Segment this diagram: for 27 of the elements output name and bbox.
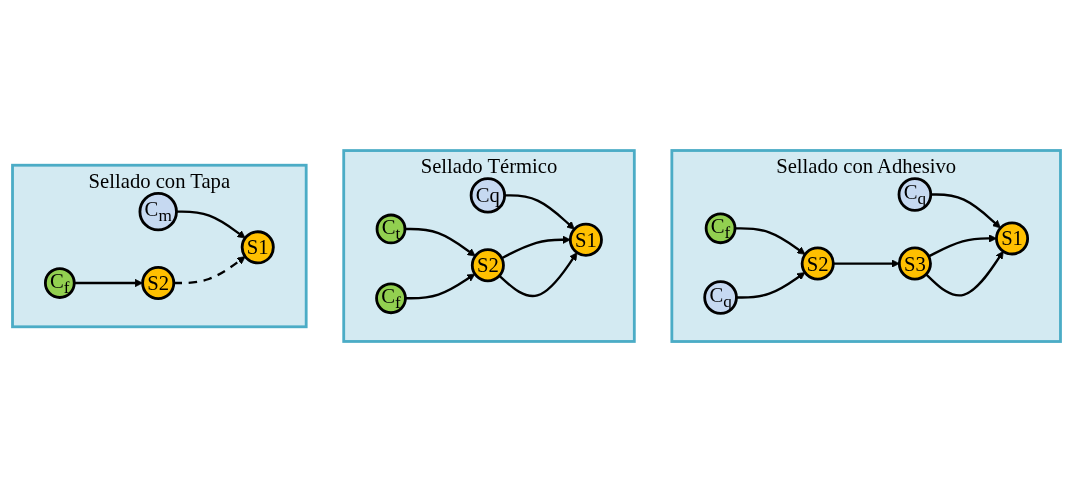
arrow [735,227,806,255]
arrow [405,273,476,300]
node-circle: C$_{f}$ [375,282,407,315]
arrow [173,256,246,285]
arrow [74,278,143,288]
arrow [498,252,578,298]
arrow [925,250,1004,297]
arrow [176,210,246,239]
arrow [833,259,900,268]
node-circle: S2 [470,248,505,283]
node-circle: C$_{m}$ [138,191,178,232]
node-circle: C$_{f}$ [43,267,76,299]
arrow [928,234,997,258]
arrow [404,227,476,257]
arrow [501,235,571,260]
node-circle: Cq [469,177,506,214]
arrow [736,272,806,299]
arrow [504,194,575,230]
arrow [930,193,1001,229]
node-circle: S1 [568,222,603,257]
node-circle: S1 [995,221,1030,256]
node-circle: S1 [240,230,275,265]
node-circle: S2 [141,266,176,301]
node-circle: C$_{t}$ [375,213,407,245]
node-circle: S2 [800,246,835,281]
node-circle: C$_{f}$ [704,212,737,245]
node-circle: S3 [897,246,932,281]
